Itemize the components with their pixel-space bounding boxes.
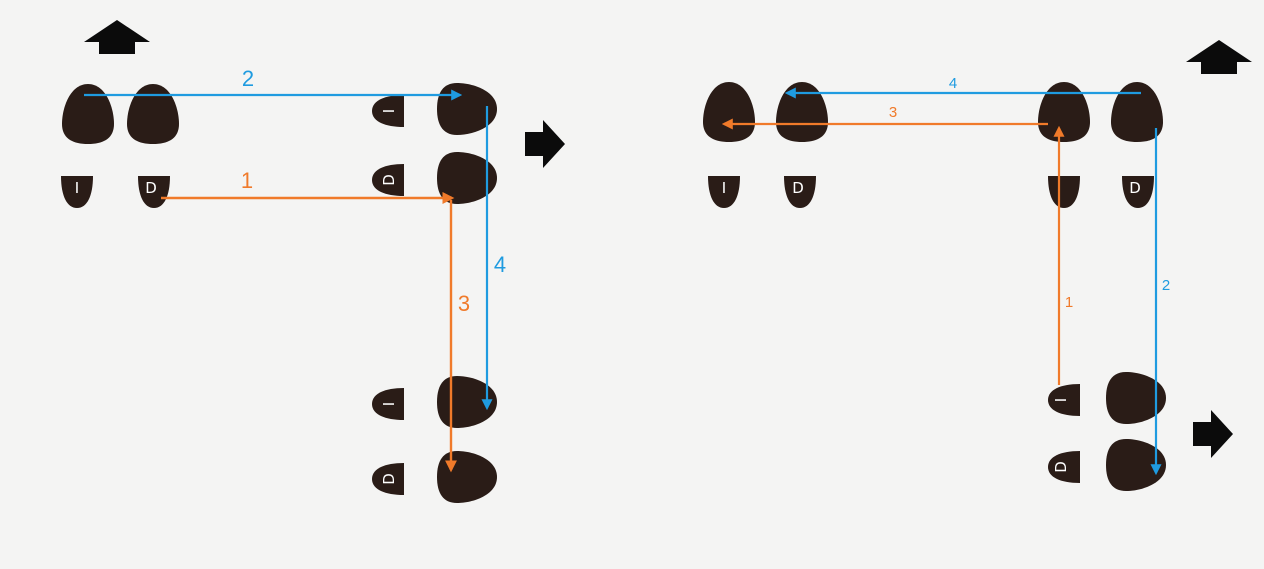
right-diagram: I D D I D 4 — [703, 40, 1252, 491]
direction-up-arrow-icon — [84, 20, 150, 54]
right-foot-label: D — [1129, 179, 1141, 197]
left-foot-heel-icon: I — [1048, 384, 1080, 416]
step-number: 3 — [889, 104, 897, 121]
right-foot-heel-icon: D — [1122, 176, 1154, 208]
right-foot-sole-icon — [127, 84, 179, 144]
right-foot-label: D — [380, 174, 398, 186]
direction-right-arrow-icon — [1193, 410, 1233, 458]
step-arrow-2: 2 — [1150, 128, 1170, 476]
left-foot-label: I — [75, 179, 79, 197]
right-foot-label: D — [380, 473, 398, 485]
left-foot-heel-icon: I — [372, 95, 404, 127]
left-foot-heel-icon — [1048, 176, 1080, 208]
left-foot-label: I — [380, 109, 398, 113]
step-number: 2 — [242, 66, 254, 91]
step-number: 1 — [1065, 294, 1073, 311]
right-foot-sole-icon — [776, 82, 828, 142]
step-arrow-3: 3 — [721, 104, 1048, 130]
right-foot-label: D — [145, 179, 157, 197]
left-foot-label: I — [380, 402, 398, 406]
right-foot-sole-icon — [437, 451, 497, 503]
step-number: 4 — [494, 252, 506, 277]
step-number: 2 — [1162, 277, 1170, 294]
right-foot-heel-icon: D — [372, 164, 404, 196]
right-foot-label: D — [792, 179, 804, 197]
step-arrow-4: 4 — [784, 75, 1141, 99]
step-arrow-2: 2 — [84, 66, 463, 101]
left-foot-label: I — [1052, 398, 1070, 402]
left-foot-heel-icon: I — [708, 176, 740, 208]
left-foot-sole-icon — [62, 84, 114, 144]
direction-up-arrow-icon — [1186, 40, 1252, 74]
left-foot-heel-icon: I — [372, 388, 404, 420]
step-number: 4 — [949, 75, 957, 92]
step-arrow-3: 3 — [445, 200, 470, 473]
step-arrow-1: 1 — [1053, 125, 1073, 385]
step-number: 3 — [458, 291, 470, 316]
left-foot-heel-icon: I — [61, 176, 93, 208]
left-diagram: I D I D I D — [61, 20, 565, 503]
right-foot-heel-icon: D — [784, 176, 816, 208]
left-foot-label: I — [722, 179, 726, 197]
left-foot-sole-icon — [703, 82, 755, 142]
step-arrow-4: 4 — [481, 106, 506, 411]
right-foot-label: D — [1052, 461, 1070, 473]
right-foot-heel-icon: D — [138, 176, 170, 208]
step-arrow-1: 1 — [161, 168, 455, 204]
right-foot-heel-icon: D — [1048, 451, 1080, 483]
right-foot-heel-icon: D — [372, 463, 404, 495]
step-number: 1 — [241, 168, 253, 193]
direction-right-arrow-icon — [525, 120, 565, 168]
left-foot-sole-icon — [1038, 82, 1090, 142]
